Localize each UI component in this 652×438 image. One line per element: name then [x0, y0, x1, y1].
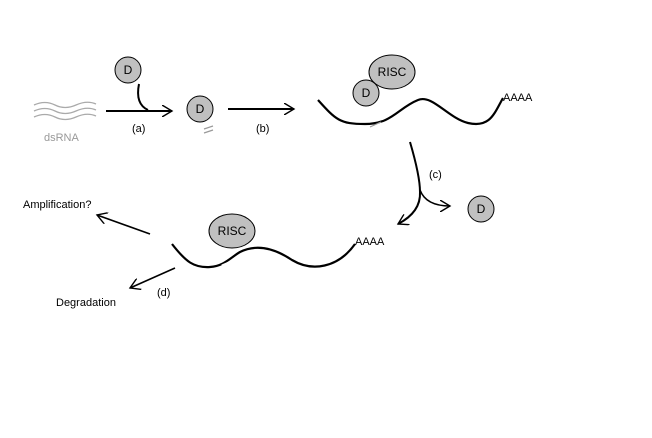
step-b-label: (b) — [256, 123, 269, 135]
risc-label-top: RISC — [378, 65, 407, 79]
polya-label-top: AAAA — [503, 92, 533, 104]
risc-node-top — [368, 54, 416, 90]
mrna-strand-top — [317, 97, 504, 126]
dicer-bind-curve — [137, 83, 149, 111]
dicer-node-complex — [352, 79, 380, 107]
mrna-strand-bottom — [171, 243, 356, 269]
dicer-node-released — [467, 195, 495, 223]
mrna-cleavage-gap — [221, 258, 237, 268]
dsrna-label: dsRNA — [44, 132, 80, 144]
polya-label-bottom: AAAA — [355, 236, 385, 248]
amplification-label: Amplification? — [23, 199, 91, 211]
dicer-label-top: D — [124, 63, 133, 77]
sirna-fragment-mid — [203, 125, 214, 134]
arrow-step-c — [398, 141, 422, 224]
degradation-label: Degradation — [56, 297, 116, 309]
sirna-guide-top — [369, 121, 382, 128]
arrow-degradation — [130, 267, 176, 288]
step-c-label: (c) — [429, 169, 442, 181]
dicer-label-released: D — [477, 202, 486, 216]
dicer-label-mid: D — [196, 102, 205, 116]
dsrna-strands — [33, 101, 97, 121]
risc-label-bottom: RISC — [218, 224, 247, 238]
dicer-label-complex: D — [362, 86, 371, 100]
risc-node-bottom — [208, 213, 256, 249]
step-a-label: (a) — [132, 123, 145, 135]
dicer-node-top — [114, 56, 142, 84]
dicer-node-mid — [186, 95, 214, 123]
arrow-amplification — [97, 215, 151, 235]
step-d-label: (d) — [157, 287, 170, 299]
arrow-dicer-release — [419, 189, 450, 206]
